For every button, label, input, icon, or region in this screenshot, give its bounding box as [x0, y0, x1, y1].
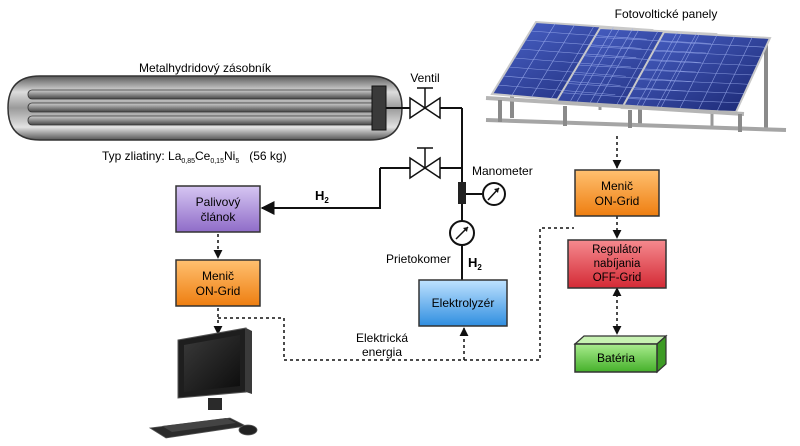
electric-energy-label: Elektrická: [356, 331, 408, 345]
cell-gridline: [524, 39, 642, 49]
h2-label: H2: [315, 188, 329, 205]
storage-title: Metalhydridový zásobník: [139, 61, 272, 75]
cell-gridline: [530, 30, 647, 40]
inverter-right-box[interactable]: Menič ON-Grid: [574, 169, 660, 217]
flowmeter-label: Prietokomer: [386, 252, 451, 266]
cell-gridline: [637, 79, 749, 85]
inverter-left-box[interactable]: Menič ON-Grid: [175, 259, 261, 307]
cell-gridline: [642, 69, 754, 76]
fuel-cell-box[interactable]: Palivový článok: [175, 185, 261, 233]
electrical-connections: [213, 136, 622, 361]
svg-text:nabíjania: nabíjania: [594, 258, 641, 270]
manometer-label: Manometer: [472, 164, 533, 178]
valve-icon[interactable]: [409, 87, 441, 120]
cell-gridline: [588, 46, 707, 54]
alloy-label: Typ zliatiny: La0,85Ce0,15Ni5(56 kg): [102, 149, 287, 165]
cell-gridline: [566, 83, 687, 92]
h2-label: H2: [468, 255, 482, 272]
cell-gridline: [594, 36, 712, 44]
flowmeter-icon: [449, 220, 475, 246]
svg-text:Menič: Menič: [601, 179, 633, 193]
cell-gridline: [508, 66, 626, 77]
cell-gridline: [572, 73, 692, 82]
solar-panels-icon: [485, 20, 787, 132]
svg-text:Elektrolyzér: Elektrolyzér: [432, 296, 495, 310]
battery-box[interactable]: Batéria: [573, 334, 668, 374]
cell-gridline: [648, 60, 758, 67]
charge-regulator-box[interactable]: Regulátor nabíjania OFF-Grid: [567, 239, 667, 289]
svg-text:Palivový: Palivový: [196, 195, 241, 209]
manometer-icon: [458, 182, 506, 206]
metal-hydride-tank: [7, 75, 403, 141]
cell-gridline: [658, 41, 766, 48]
cell-gridline: [502, 75, 621, 86]
computer-icon: [148, 327, 258, 439]
svg-text:Batéria: Batéria: [597, 351, 635, 365]
cell-gridline: [513, 57, 632, 68]
valve-icon[interactable]: [409, 147, 441, 180]
electric-energy-label: energia: [362, 345, 402, 359]
cell-gridline: [561, 92, 682, 101]
valve-label: Ventil: [410, 71, 439, 85]
cell-gridline: [497, 84, 616, 96]
cell-gridline: [577, 64, 697, 73]
electrolyzer-box[interactable]: Elektrolyzér: [418, 279, 508, 327]
cell-gridline: [627, 98, 741, 104]
cell-gridline: [583, 55, 702, 63]
svg-text:Menič: Menič: [202, 269, 234, 283]
svg-text:Regulátor: Regulátor: [592, 244, 642, 256]
svg-text:ON-Grid: ON-Grid: [595, 194, 640, 208]
svg-text:OFF-Grid: OFF-Grid: [593, 272, 642, 284]
pv-panels-label: Fotovoltické panely: [615, 7, 718, 21]
svg-text:článok: článok: [201, 210, 237, 224]
cell-gridline: [632, 88, 745, 94]
svg-text:ON-Grid: ON-Grid: [196, 284, 241, 298]
cell-gridline: [653, 50, 762, 57]
cell-gridline: [519, 48, 637, 59]
